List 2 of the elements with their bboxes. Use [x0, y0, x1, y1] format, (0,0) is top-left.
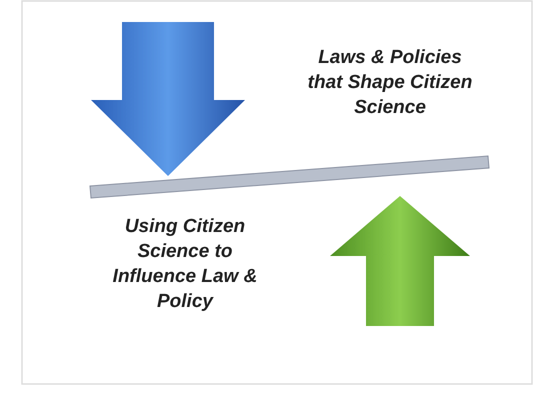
heading-text: Using Citizen Science to Influence Law & Policy [112, 215, 258, 314]
heading-text: Laws & Policies that Shape Citizen Science [306, 46, 474, 120]
